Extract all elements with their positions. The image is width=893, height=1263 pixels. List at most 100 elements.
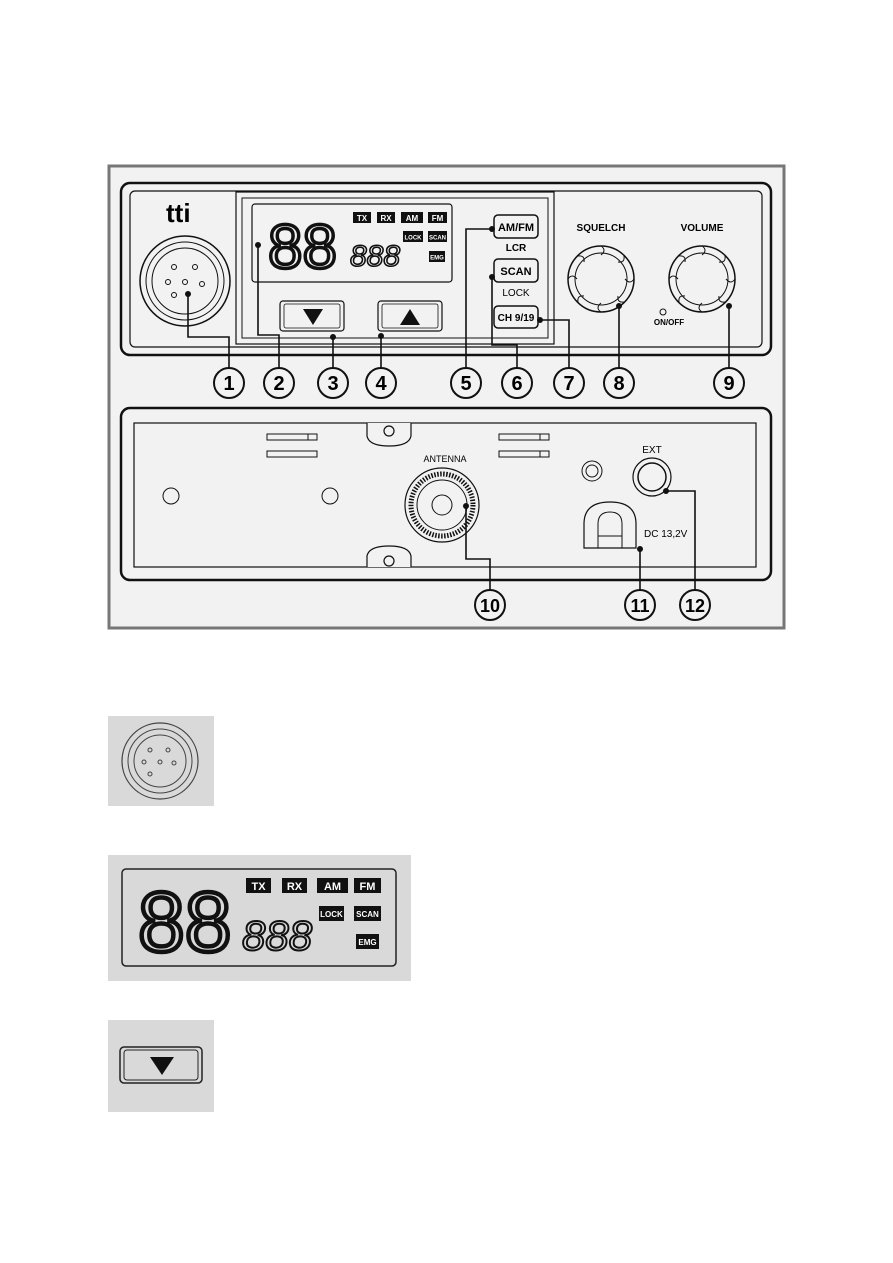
up-button[interactable] xyxy=(377,300,443,332)
lcd-thumb-channel-digits: 88 xyxy=(138,875,231,969)
svg-text:3: 3 xyxy=(327,373,338,395)
lcd-thumb-indicator-tx: TX xyxy=(246,878,271,893)
callout-10: 10 xyxy=(474,589,506,621)
lcd-indicator-fm: FM xyxy=(428,212,447,223)
callout-12: 12 xyxy=(679,589,711,621)
small-jack-icon xyxy=(581,460,603,482)
dc-power-socket-icon xyxy=(583,501,637,549)
amfm-sub-label: LCR xyxy=(506,243,527,254)
lcd-indicator-tx: TX xyxy=(353,212,371,223)
antenna-connector-icon xyxy=(404,467,480,543)
ch-button[interactable]: CH 9/19 xyxy=(493,305,539,329)
down-button-thumbnail xyxy=(108,1020,214,1112)
svg-text:8: 8 xyxy=(613,373,624,395)
callout-3: 3 xyxy=(317,367,349,399)
callouts: 1 2 3 4 5 6 7 8 9 10 11 12 xyxy=(213,367,745,621)
ext-speaker-jack-icon xyxy=(632,457,672,497)
amfm-button[interactable]: AM/FM xyxy=(493,214,539,239)
squelch-knob[interactable] xyxy=(567,245,635,313)
svg-text:FM: FM xyxy=(432,214,444,223)
callout-7: 7 xyxy=(553,367,585,399)
svg-text:AM/FM: AM/FM xyxy=(498,222,534,234)
leader-lines xyxy=(187,228,730,591)
svg-text:RX: RX xyxy=(287,881,303,893)
vent-slots xyxy=(266,433,550,458)
lcd-display: 88 888 TX RX AM FM LOCK SCAN EMG xyxy=(251,203,453,284)
lcd-thumb-indicator-rx: RX xyxy=(282,878,307,893)
svg-text:4: 4 xyxy=(375,373,387,395)
down-button[interactable] xyxy=(279,300,345,332)
screw-hole-right xyxy=(321,487,339,505)
svg-text:9: 9 xyxy=(723,373,734,395)
lcd-indicator-scan: SCAN xyxy=(428,231,447,242)
lcd-indicator-lock: LOCK xyxy=(403,231,423,242)
svg-text:LOCK: LOCK xyxy=(405,236,423,242)
callout-5: 5 xyxy=(450,367,482,399)
callout-6: 6 xyxy=(501,367,533,399)
svg-text:TX: TX xyxy=(251,881,266,893)
ext-label: EXT xyxy=(642,445,661,456)
antenna-label: ANTENNA xyxy=(423,454,466,464)
front-panel: tti 88 888 TX RX AM FM L xyxy=(119,181,773,357)
screw-hole-left xyxy=(162,487,180,505)
svg-text:SCAN: SCAN xyxy=(429,236,446,242)
lcd-thumb-indicator-scan: SCAN xyxy=(354,906,381,921)
svg-text:7: 7 xyxy=(563,373,574,395)
lcd-indicator-emg: EMG xyxy=(429,251,445,262)
lcd-channel-digits: 88 xyxy=(268,213,337,282)
volume-label: VOLUME xyxy=(681,223,724,234)
svg-text:1: 1 xyxy=(223,373,234,395)
svg-text:AM: AM xyxy=(406,214,419,223)
onoff-led xyxy=(659,308,667,316)
down-arrow-button-icon xyxy=(119,1046,203,1084)
brand-logo: tti xyxy=(166,198,191,228)
lcd-small-digits: 888 xyxy=(350,240,400,273)
leader-dots xyxy=(185,226,732,552)
svg-text:12: 12 xyxy=(685,596,705,616)
callout-9: 9 xyxy=(713,367,745,399)
svg-text:FM: FM xyxy=(360,881,376,893)
lcd-thumb-indicator-am: AM xyxy=(317,878,348,893)
svg-text:2: 2 xyxy=(273,373,284,395)
callout-4: 4 xyxy=(365,367,397,399)
rear-panel: ANTENNA EXT DC 13,2V xyxy=(119,406,773,582)
callout-8: 8 xyxy=(603,367,635,399)
microphone-connector-icon xyxy=(139,235,231,327)
scan-sub-label: LOCK xyxy=(502,288,530,299)
svg-text:EMG: EMG xyxy=(358,938,376,947)
mount-tab-bottom xyxy=(366,545,412,567)
lcd-thumb-indicator-lock: LOCK xyxy=(319,906,344,921)
volume-knob[interactable] xyxy=(668,245,736,313)
svg-text:RX: RX xyxy=(380,214,392,223)
lcd-thumbnail: 88 888 TX RX AM FM LOCK SCAN EMG xyxy=(108,855,411,981)
svg-text:LOCK: LOCK xyxy=(320,910,343,919)
lcd-indicator-rx: RX xyxy=(377,212,395,223)
onoff-label: ON/OFF xyxy=(654,318,684,327)
svg-text:SCAN: SCAN xyxy=(356,910,379,919)
connector-thumbnail xyxy=(108,716,214,806)
up-arrow-icon xyxy=(400,309,420,325)
scan-button[interactable]: SCAN xyxy=(493,258,539,283)
svg-text:EMG: EMG xyxy=(430,256,444,262)
svg-text:AM: AM xyxy=(324,881,341,893)
svg-text:10: 10 xyxy=(480,596,500,616)
dc-label: DC 13,2V xyxy=(644,529,688,540)
squelch-label: SQUELCH xyxy=(577,223,626,234)
svg-text:TX: TX xyxy=(357,214,368,223)
radio-diagram: tti 88 888 TX RX AM FM L xyxy=(107,164,786,630)
svg-text:SCAN: SCAN xyxy=(500,266,531,278)
callout-11: 11 xyxy=(624,589,656,621)
svg-text:5: 5 xyxy=(460,373,471,395)
svg-text:11: 11 xyxy=(630,596,649,616)
mount-tab-top xyxy=(366,423,412,447)
microphone-connector-icon xyxy=(121,722,199,800)
callout-2: 2 xyxy=(263,367,295,399)
lcd-thumb-indicator-fm: FM xyxy=(354,878,381,893)
lcd-thumb-indicator-emg: EMG xyxy=(356,934,379,949)
svg-text:CH 9/19: CH 9/19 xyxy=(498,313,535,324)
lcd-thumb-small-digits: 888 xyxy=(242,912,313,959)
down-arrow-icon xyxy=(303,309,323,325)
svg-text:6: 6 xyxy=(511,373,522,395)
lcd-indicator-am: AM xyxy=(401,212,423,223)
callout-1: 1 xyxy=(213,367,245,399)
